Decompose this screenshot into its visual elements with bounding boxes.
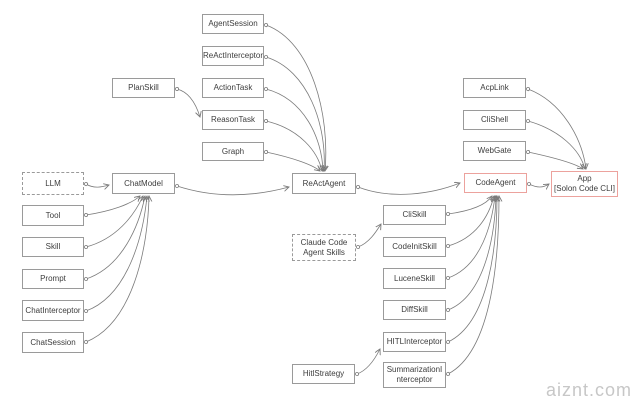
edge-planskill-reasontask (177, 89, 200, 117)
edge-acplink-app (528, 89, 586, 169)
edge-clishell-app (528, 121, 585, 169)
node-hitl-interceptor: HITLInterceptor (383, 332, 446, 352)
edge-tool-chatmodel (86, 196, 140, 215)
watermark: aiznt.com (545, 380, 632, 400)
edge-actiontask-reactagent (266, 89, 323, 171)
node-web-gate: WebGate (463, 141, 526, 161)
node-cli-skill: CliSkill (383, 205, 446, 225)
edge-webgate-app (528, 152, 583, 169)
edge-hitlstrategy-hitlinterceptor (357, 349, 380, 374)
edge-luceneskill-codeagent (448, 196, 495, 278)
node-reason-task: ReasonTask (202, 110, 264, 130)
node-diff-skill: DiffSkill (383, 300, 446, 320)
node-agent-session: AgentSession (202, 14, 264, 34)
node-graph: Graph (202, 142, 264, 161)
node-summarization-interceptor: SummarizationInterceptor (383, 362, 446, 388)
edge-summarizationinterceptor-codeagent (448, 196, 499, 374)
edge-codeagent-app (529, 184, 549, 187)
edge-hitlinterceptor-codeagent (448, 196, 497, 342)
edge-llm-chatmodel (86, 184, 109, 187)
node-claude-code-agent-skills: Claude Code Agent Skills (292, 234, 356, 261)
node-react-interceptor: ReActInterceptor (202, 46, 264, 66)
edge-chatsession-chatmodel (86, 196, 149, 342)
node-hitl-strategy: HitlStrategy (292, 364, 355, 384)
node-chat-session: ChatSession (22, 332, 84, 353)
edge-codeinitskill-codeagent (448, 196, 494, 246)
node-lucene-skill: LuceneSkill (383, 268, 446, 289)
node-chat-interceptor: ChatInterceptor (22, 300, 84, 321)
edge-skill-chatmodel (86, 196, 143, 247)
node-code-agent: CodeAgent (464, 173, 527, 193)
node-llm: LLM (22, 172, 84, 195)
node-code-init-skill: CodeInitSkill (383, 237, 446, 257)
node-prompt: Prompt (22, 269, 84, 289)
node-action-task: ActionTask (202, 78, 264, 98)
node-chat-model: ChatModel (112, 173, 175, 194)
edge-chatmodel-reactagent (177, 186, 289, 196)
node-app: App [Solon Code CLI] (551, 171, 618, 197)
node-tool: Tool (22, 205, 84, 226)
node-cli-shell: CliShell (463, 110, 526, 130)
node-skill: Skill (22, 237, 84, 257)
node-acp-link: AcpLink (463, 78, 526, 98)
edge-reactagent-codeagent (358, 183, 460, 195)
node-react-agent: ReActAgent (292, 173, 356, 194)
edge-graph-reactagent (266, 152, 320, 171)
node-plan-skill: PlanSkill (112, 78, 175, 98)
edge-reasontask-reactagent (266, 121, 322, 171)
edge-agentsession-reactagent (266, 25, 326, 171)
edge-cliskill-codeagent (448, 196, 492, 214)
edge-claudeskills-cliskill (358, 224, 381, 247)
